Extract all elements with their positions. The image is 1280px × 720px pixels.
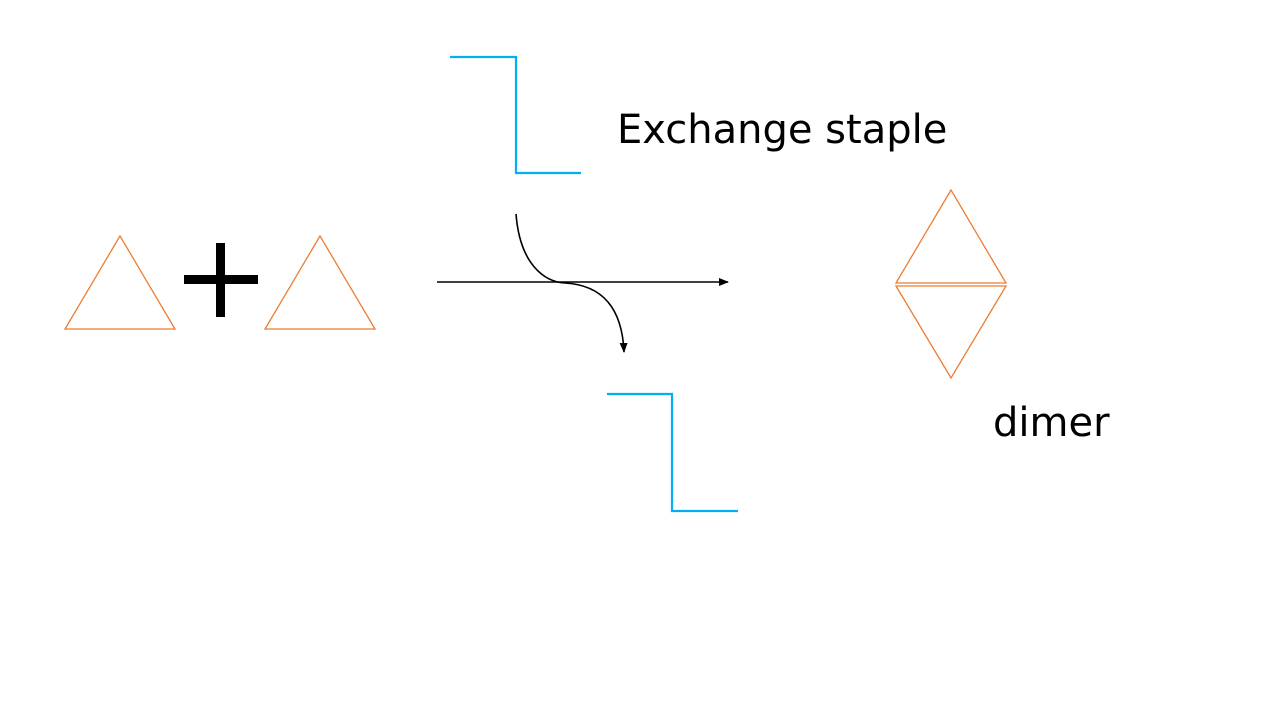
dimer-triangle-bottom (894, 285, 1008, 380)
exchange-staple-released (607, 392, 738, 513)
exchange-staple-label: Exchange staple (617, 107, 948, 153)
exchange-staple-incoming (450, 55, 581, 175)
reactant-triangle-right (263, 234, 377, 330)
curved-exchange-arrow (515, 213, 628, 353)
reactant-triangle-left (63, 234, 177, 330)
dimer-label: dimer (993, 400, 1110, 446)
dimer-triangle-top (894, 188, 1008, 284)
plus-sign (184, 243, 258, 317)
